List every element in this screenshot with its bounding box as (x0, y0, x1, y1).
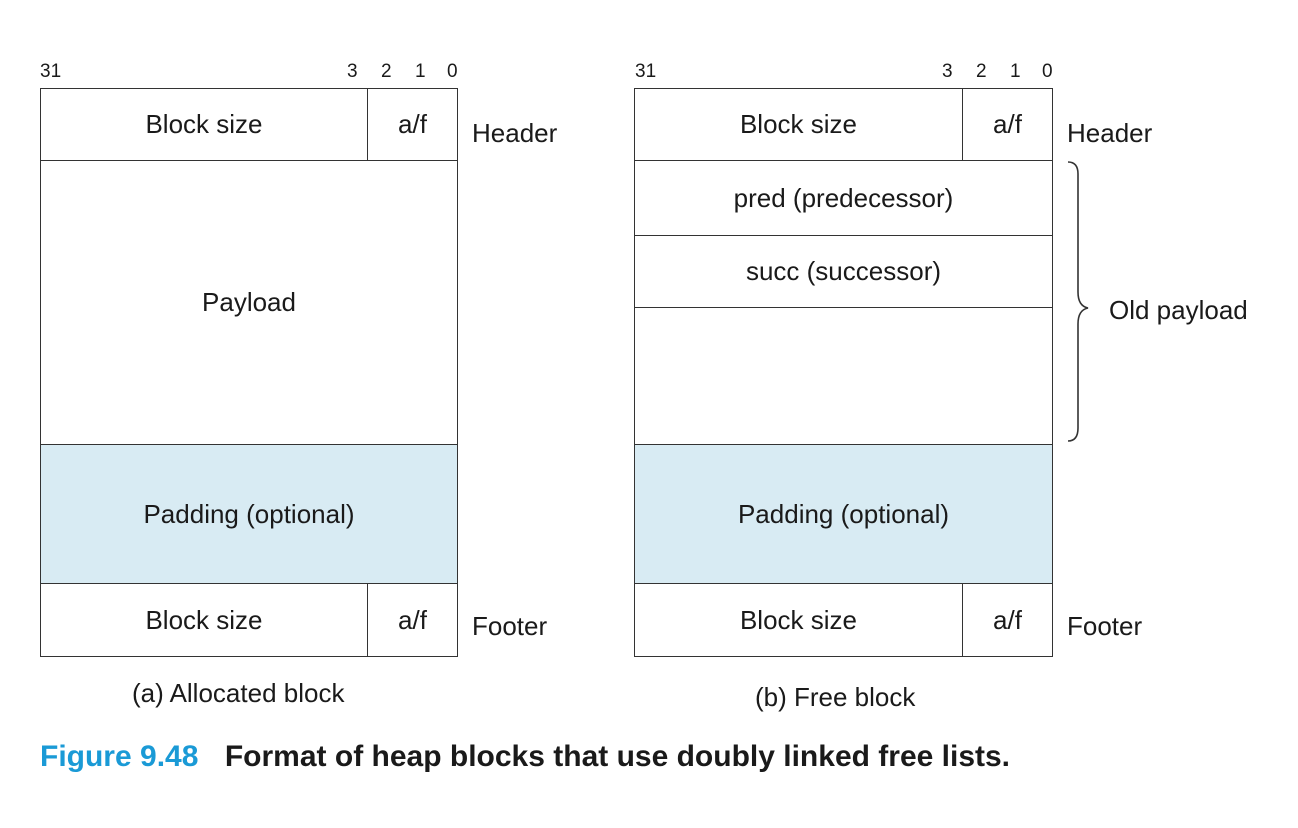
bit-label-31: 31 (635, 61, 657, 82)
header-block-size-cell: Block size (634, 88, 963, 161)
header-label: Header (472, 118, 558, 148)
payload-cell: Payload (40, 160, 458, 445)
payload-text: Payload (202, 287, 296, 317)
footer-af-text: a/f (398, 604, 427, 635)
header-block-size-text: Block size (739, 109, 858, 139)
bit-label-0: 0 (1042, 61, 1053, 82)
bit-label-1: 1 (1010, 61, 1021, 82)
header-af-text: a/f (993, 109, 1022, 139)
footer-block-size-cell: Block size (40, 583, 368, 657)
footer-block-size-cell: Block size (634, 583, 963, 657)
bit-label-0: 0 (447, 61, 458, 82)
bit-label-31: 31 (40, 61, 62, 82)
footer-block-size-text: Block size (739, 604, 858, 635)
pred-cell: pred (predecessor) (634, 160, 1053, 236)
succ-cell: succ (successor) (634, 235, 1053, 308)
figure-title: Format of heap blocks that use doubly li… (224, 740, 1011, 773)
figure-caption: Figure 9.48 Format of heap blocks that u… (40, 740, 1010, 774)
bit-label-3: 3 (942, 61, 953, 82)
padding-text: Padding (optional) (143, 498, 355, 529)
old-payload-remainder-cell (634, 307, 1053, 445)
header-label: Header (1067, 118, 1153, 148)
footer-af-text: a/f (993, 604, 1022, 635)
footer-label: Footer (472, 611, 548, 641)
header-af-cell: a/f (367, 88, 458, 161)
free-block-caption: (b) Free block (755, 682, 916, 712)
header-block-size-text: Block size (145, 109, 263, 139)
figure-number: Figure 9.48 (40, 740, 199, 773)
old-payload-brace (1067, 161, 1089, 442)
bit-label-2: 2 (381, 61, 392, 82)
bit-label-2: 2 (976, 61, 987, 82)
allocated-block-caption: (a) Allocated block (132, 678, 345, 708)
header-block-size-cell: Block size (40, 88, 368, 161)
padding-text: Padding (optional) (737, 498, 950, 529)
bit-label-3: 3 (347, 61, 358, 82)
footer-label: Footer (1067, 611, 1143, 641)
header-af-cell: a/f (962, 88, 1053, 161)
old-payload-label: Old payload (1109, 295, 1248, 325)
padding-cell: Padding (optional) (40, 444, 458, 584)
footer-af-cell: a/f (367, 583, 458, 657)
bit-label-1: 1 (415, 61, 426, 82)
footer-af-cell: a/f (962, 583, 1053, 657)
padding-cell: Padding (optional) (634, 444, 1053, 584)
header-af-text: a/f (398, 109, 427, 139)
succ-text: succ (successor) (745, 256, 942, 286)
pred-text: pred (predecessor) (733, 182, 954, 213)
footer-block-size-text: Block size (145, 604, 263, 635)
